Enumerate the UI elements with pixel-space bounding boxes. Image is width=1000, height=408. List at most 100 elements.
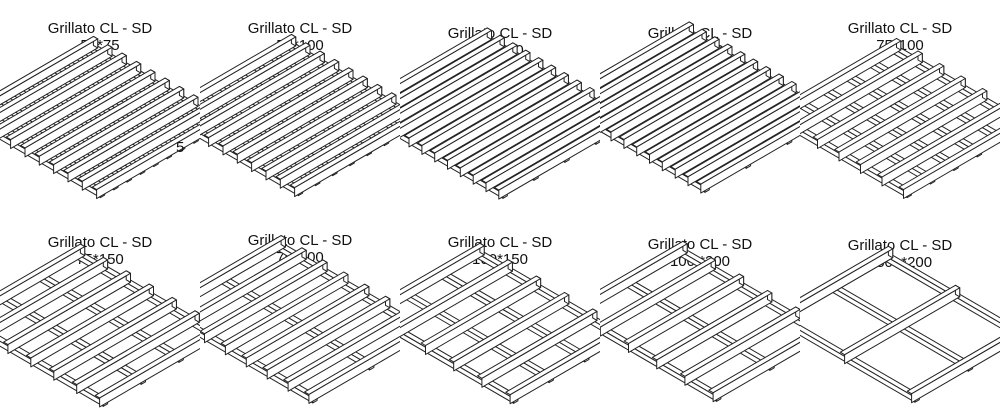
cross-bar-top	[49, 296, 177, 372]
cross-bar-top	[0, 243, 86, 297]
cross-bar-top	[680, 306, 800, 377]
grid-drawing	[800, 38, 1000, 199]
cross-bar-top	[417, 64, 557, 146]
cross-bar-top	[600, 43, 733, 125]
grid-cell-100x200: Grillato CL - SD 100 *200	[600, 204, 800, 408]
main-bar-side	[436, 270, 586, 363]
cross-bar-top	[400, 49, 531, 129]
cross-bar-top	[644, 73, 784, 155]
cross-bar-top	[505, 336, 600, 396]
cross-bar-top	[696, 120, 800, 185]
grid-cell-50x100: Grillato CL - SD 50*100	[200, 0, 400, 204]
cross-bar-top	[203, 58, 340, 139]
grid-cell-75x150: Grillato CL - SD 75*150	[0, 204, 200, 408]
grid-drawing	[0, 35, 200, 200]
cross-bar-top	[600, 257, 716, 328]
cross-bar-side	[687, 110, 800, 187]
cross-bar-top	[477, 308, 598, 379]
cross-bar-top	[455, 87, 595, 169]
cross-bar-side	[472, 100, 600, 185]
cross-bar-top	[631, 66, 771, 148]
grid-cell-50x200: Grillato CL - SD 50*200	[600, 0, 800, 204]
cross-bar-top	[241, 283, 370, 359]
grid-drawing	[600, 21, 800, 194]
cross-bar-top	[77, 107, 200, 182]
cross-bar-side	[96, 128, 200, 200]
cross-bar-top	[3, 270, 131, 346]
cross-bar-side	[279, 109, 400, 189]
cross-bar-top	[48, 85, 185, 166]
cross-bar-top	[420, 275, 542, 346]
grid-drawing	[200, 235, 400, 404]
cross-bar-top	[26, 283, 154, 359]
cross-bar-top	[283, 311, 400, 383]
cross-bar-top	[200, 33, 297, 94]
cross-bar-side	[903, 132, 1000, 199]
cross-bar-top	[448, 292, 570, 363]
cross-bar-top	[91, 123, 200, 191]
cross-bar-top	[400, 34, 505, 100]
cross-bar-top	[200, 235, 286, 289]
cross-bar-top	[429, 72, 569, 154]
cross-bar-top	[800, 50, 923, 126]
grid-cell-100x150: Grillato CL - SD 100*150	[400, 204, 600, 408]
cross-bar-side	[287, 316, 400, 392]
cross-bar-top	[275, 104, 400, 180]
cross-bar-top	[232, 75, 368, 155]
grid-cell-50x150: Grillato CL - SD 50*150	[400, 0, 600, 204]
cross-bar-top	[619, 58, 759, 140]
cross-bar-top	[898, 127, 1000, 190]
cross-bar-top	[304, 335, 400, 395]
cross-bar-top	[481, 110, 600, 184]
cross-bar-top	[670, 91, 800, 170]
cross-bar-top	[246, 83, 383, 164]
cross-bar-top	[63, 94, 199, 174]
cross-bar-top	[800, 245, 894, 304]
cross-bar-side	[294, 125, 400, 198]
cross-bar-top	[468, 95, 600, 176]
main-bar-top	[400, 288, 554, 379]
cross-bar-top	[855, 88, 988, 165]
item-title: Grillato CL - SD	[47, 20, 153, 37]
cross-bar-top	[906, 336, 1000, 395]
grid-cell-50x75: Grillato CL - SD 50*75	[0, 0, 200, 204]
stray-label: 5	[176, 139, 185, 156]
cross-bar-top	[442, 79, 582, 161]
cross-bar-side	[498, 130, 600, 200]
cross-bar-top	[839, 284, 961, 356]
cross-bar-top	[200, 247, 307, 313]
cross-bar-top	[651, 290, 773, 361]
cross-bar-top	[262, 295, 391, 371]
cross-bar-top	[683, 105, 800, 178]
cross-bar-top	[400, 242, 485, 296]
main-bar-side	[400, 291, 550, 384]
cross-bar-top	[220, 271, 349, 347]
cross-bar-side	[485, 115, 600, 193]
grid-cell-150x200: Grillato CL - SD 150 *200	[800, 204, 1000, 408]
cross-bar-top	[0, 35, 99, 97]
cross-bar-side	[881, 107, 1000, 187]
grid-drawing	[0, 243, 200, 408]
item-title: Grillato CL - SD	[47, 234, 153, 251]
cross-bar-top	[494, 125, 600, 191]
grid-drawing	[400, 242, 600, 405]
cross-bar-side	[99, 338, 200, 408]
cross-bar-top	[0, 256, 109, 324]
cross-bar-top	[400, 42, 518, 114]
cross-bar-side	[700, 125, 800, 194]
cross-bar-top	[200, 42, 311, 110]
cross-bar-top	[404, 57, 544, 139]
cross-bar-side	[674, 96, 800, 179]
item-title: Grillato CL - SD	[447, 234, 553, 251]
cross-bar-side	[308, 340, 400, 404]
main-bar-top	[436, 267, 590, 358]
cross-bar-top	[200, 259, 328, 335]
cross-bar-top	[623, 273, 745, 344]
cross-bar-top	[800, 38, 902, 101]
cross-bar-side	[712, 341, 800, 403]
item-title: Grillato CL - SD	[847, 20, 953, 37]
cross-bar-top	[94, 333, 200, 399]
cross-bar-top	[600, 240, 688, 296]
cross-bar-top	[812, 63, 945, 140]
cross-bar-top	[400, 27, 492, 85]
